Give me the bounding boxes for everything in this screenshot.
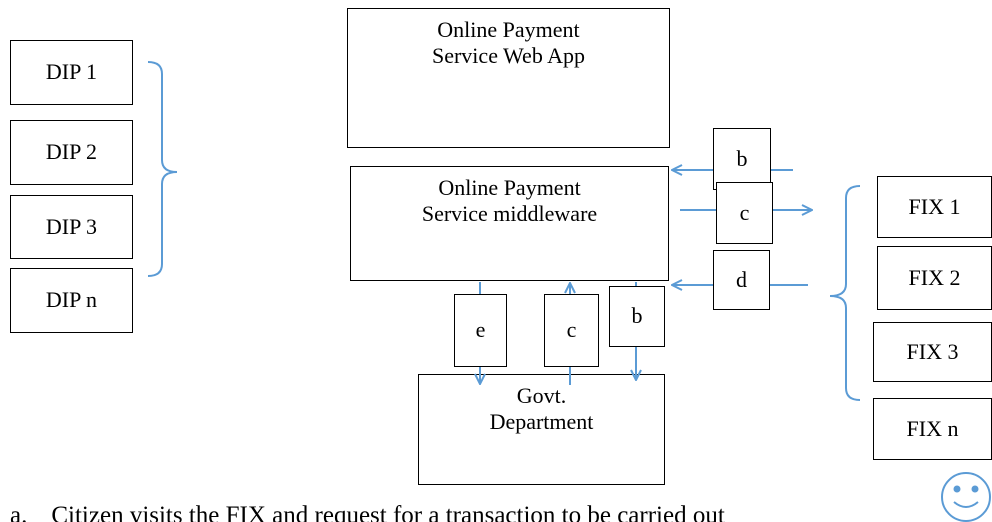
fix-box-2: FIX 2 [877,246,992,310]
govt-department-box: Govt. Department [418,374,665,485]
govt-department-label: Govt. Department [489,383,594,435]
dip-box-1: DIP 1 [10,40,133,105]
caption-text: Citizen visits the FIX and request for a… [51,502,725,522]
left-brace [147,61,178,277]
flow-label-b: b [736,145,748,171]
label-box-c-bottom: c [544,294,599,367]
dip-box-label: DIP n [45,287,98,313]
flow-label-d: d [736,266,747,292]
flow-label-e: e [475,317,486,343]
label-box-b-bottom: b [609,286,665,347]
dip-box-n: DIP n [10,268,133,333]
right-brace [829,185,861,401]
flow-label-c: c [739,199,750,225]
fix-box-label: FIX n [906,415,959,441]
dip-box-3: DIP 3 [10,195,133,259]
fix-box-3: FIX 3 [873,322,992,382]
dip-box-label: DIP 1 [45,59,98,85]
dip-box-label: DIP 3 [45,213,98,239]
web-app-label: Online Payment Service Web App [431,17,585,69]
caption-marker: a. [10,502,28,522]
middleware-label: Online Payment Service middleware [421,175,598,227]
middleware-box: Online Payment Service middleware [350,166,669,281]
fix-box-1: FIX 1 [877,176,992,238]
caption-line: a. Citizen visits the FIX and request for… [0,496,992,522]
fix-box-label: FIX 3 [906,338,959,364]
dip-box-label: DIP 2 [45,139,98,165]
dip-box-2: DIP 2 [10,120,133,185]
flow-label-b: b [631,303,643,329]
smiley-icon [941,472,991,522]
label-box-d-mid: d [713,250,770,310]
fix-box-label: FIX 1 [908,193,961,219]
flow-label-c: c [566,317,577,343]
fix-box-label: FIX 2 [908,264,961,290]
label-box-b-top: b [713,128,771,190]
web-app-box: Online Payment Service Web App [347,8,670,148]
label-box-c-mid: c [716,182,773,244]
label-box-e: e [454,294,507,367]
